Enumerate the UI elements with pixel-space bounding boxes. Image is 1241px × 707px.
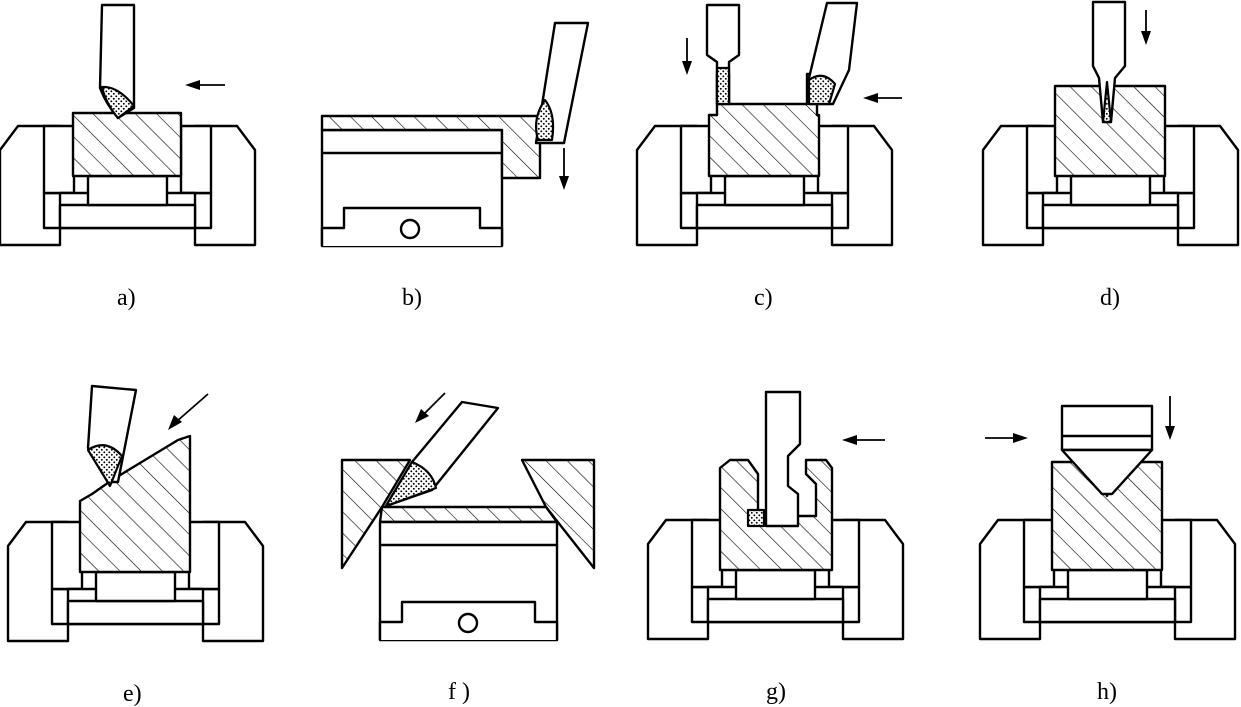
- label-g: g): [766, 679, 786, 705]
- cutter-h-tip: [1060, 448, 1154, 496]
- workpiece-f-web: [378, 505, 559, 524]
- vise-hole-f: [457, 612, 479, 634]
- feed-arrow-h2: [1165, 396, 1175, 440]
- panel-h: h): [978, 396, 1237, 705]
- cutter-tip-e: [86, 444, 124, 488]
- feed-arrow-b: [559, 148, 569, 190]
- panel-f: f ): [340, 392, 596, 705]
- feed-arrow-d: [1141, 10, 1151, 45]
- label-d: d): [1100, 285, 1120, 311]
- workpiece-d: [1053, 84, 1167, 178]
- label-c: c): [754, 285, 773, 311]
- panel-e: e): [6, 384, 265, 707]
- label-f: f ): [448, 679, 470, 705]
- cutter-tip-c2: [807, 74, 837, 106]
- cutter-tip-d: [1101, 80, 1113, 124]
- workpiece-f-right: [520, 458, 596, 570]
- label-b: b): [402, 285, 422, 311]
- cutter-tip-f: [384, 460, 438, 508]
- feed-arrow-f: [415, 392, 446, 423]
- panel-c: c): [635, 1, 902, 311]
- panel-b: b): [320, 21, 590, 311]
- cutter-tip-c1: [715, 66, 731, 106]
- feed-arrow-c1: [682, 38, 692, 75]
- label-h: h): [1097, 679, 1117, 705]
- panel-d: d): [981, 0, 1240, 311]
- workpiece-c: [707, 72, 821, 178]
- feed-arrow-h1: [985, 433, 1028, 443]
- label-e: e): [123, 681, 142, 707]
- workpiece-a: [71, 111, 183, 178]
- feed-arrow-c2: [863, 93, 902, 103]
- feed-arrow-e: [168, 393, 209, 430]
- panel-g: g): [646, 390, 905, 705]
- cutter-tip-b: [535, 98, 555, 142]
- cutter-tip-g: [746, 508, 766, 528]
- feed-arrow-a: [185, 80, 225, 90]
- workpiece-g: [718, 458, 834, 572]
- panel-a: a): [0, 3, 257, 311]
- cutter-h-body: [1060, 404, 1154, 452]
- feed-arrow-g: [842, 435, 885, 445]
- vise-hole-b: [399, 218, 421, 240]
- label-a: a): [117, 285, 136, 311]
- workpiece-f-left: [340, 458, 412, 570]
- cutter-g: [764, 390, 802, 528]
- cutter-tip-a: [100, 85, 136, 120]
- workpiece-e: [78, 434, 192, 574]
